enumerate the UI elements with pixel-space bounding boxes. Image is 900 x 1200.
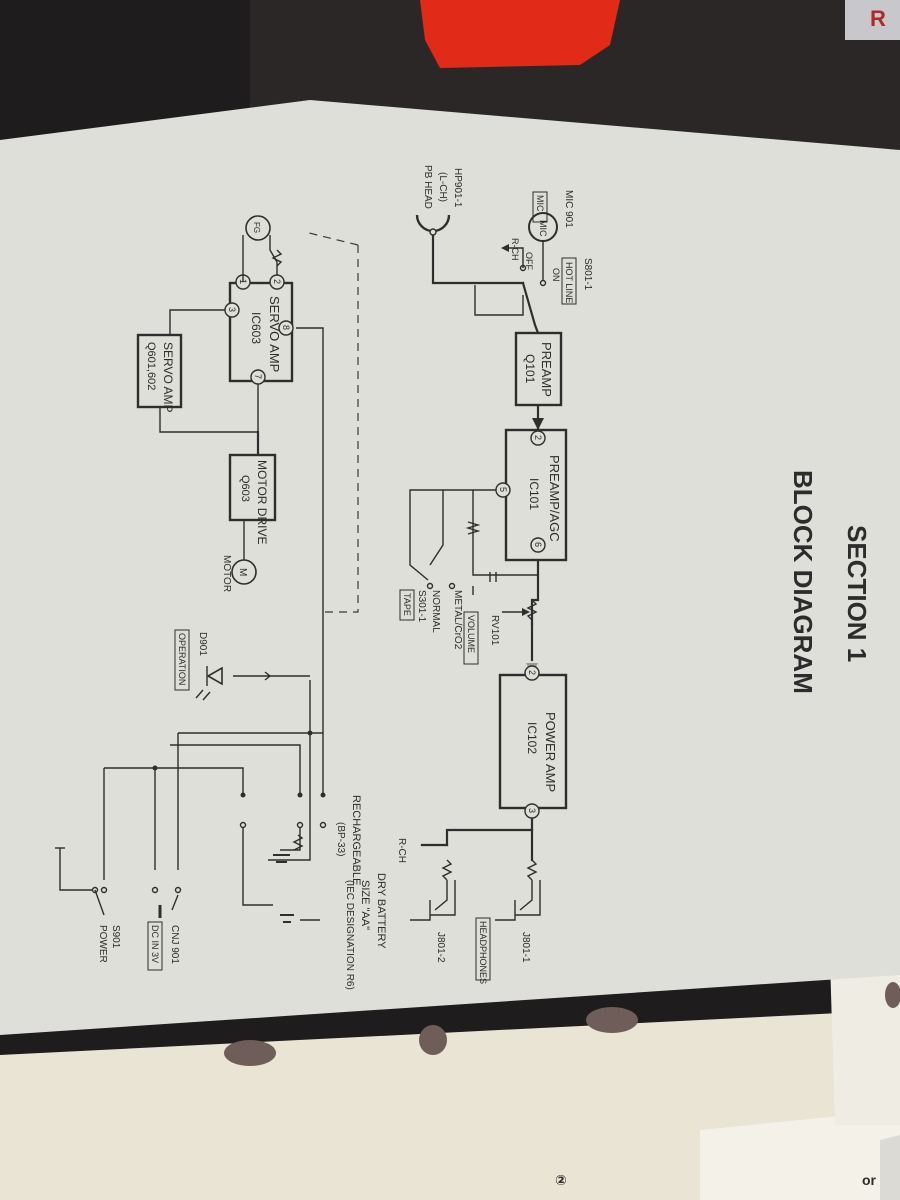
preamp-agc-ic101: PREAMP/AGC IC101 2 6 5 bbox=[495, 428, 568, 562]
preamp-q101: PREAMP Q101 bbox=[514, 331, 563, 407]
hot-line-switch: S801-1 HOT LINE ON OFF R-CH bbox=[501, 238, 593, 305]
fg-sensor: FG bbox=[245, 215, 271, 241]
svg-text:2: 2 bbox=[272, 279, 282, 284]
servo-amp-2-block bbox=[136, 333, 183, 409]
svg-text:POWER: POWER bbox=[97, 925, 108, 963]
tape-selector-network: METAL/CrO2 NORMAL S301-1 TAPE bbox=[399, 489, 538, 650]
svg-text:BLOCK DIAGRAM: BLOCK DIAGRAM bbox=[788, 470, 818, 694]
svg-text:S301-1: S301-1 bbox=[416, 590, 427, 623]
svg-text:J801-2: J801-2 bbox=[435, 932, 446, 963]
svg-text:SERVO AMP: SERVO AMP bbox=[267, 296, 282, 372]
motor-icon bbox=[231, 559, 257, 585]
adjacent-page-mark: ② bbox=[555, 1172, 567, 1188]
svg-text:METAL/CrO2: METAL/CrO2 bbox=[452, 590, 463, 650]
svg-text:PREAMP: PREAMP bbox=[539, 342, 554, 397]
preamp-block bbox=[514, 331, 563, 407]
svg-text:Q601,602: Q601,602 bbox=[145, 342, 157, 390]
motor-drive-q603: MOTOR DRIVE Q603 bbox=[228, 453, 277, 544]
svg-text:R-CH: R-CH bbox=[510, 238, 520, 261]
svg-text:MIC 901: MIC 901 bbox=[563, 190, 574, 228]
punch-hole bbox=[224, 1040, 276, 1066]
svg-text:VOLUME: VOLUME bbox=[466, 615, 476, 653]
svg-text:TAPE: TAPE bbox=[402, 593, 412, 616]
bottom-right-page bbox=[700, 1110, 900, 1200]
svg-text:8: 8 bbox=[281, 325, 291, 330]
motor: M MOTOR bbox=[221, 555, 257, 592]
svg-text:HOT LINE: HOT LINE bbox=[564, 262, 574, 303]
section-title: SECTION 1 BLOCK DIAGRAM bbox=[788, 470, 872, 694]
right-page-edge bbox=[830, 958, 900, 1125]
svg-text:SIZE "AA": SIZE "AA" bbox=[359, 880, 371, 930]
svg-text:POWER AMP: POWER AMP bbox=[543, 712, 558, 792]
svg-text:J801-1: J801-1 bbox=[520, 932, 531, 963]
corner-letter: R bbox=[870, 6, 886, 31]
svg-text:D901: D901 bbox=[197, 632, 208, 656]
motor-drive-block bbox=[228, 453, 277, 522]
svg-text:IC603: IC603 bbox=[249, 312, 263, 344]
led-d901: D901 OPERATION bbox=[174, 629, 310, 701]
lower-page bbox=[0, 1010, 900, 1200]
svg-text:2: 2 bbox=[533, 435, 543, 440]
servo-wiring bbox=[159, 231, 359, 733]
power-switch-s901: S901 POWER bbox=[55, 847, 121, 963]
svg-text:3: 3 bbox=[527, 808, 537, 813]
led-icon bbox=[206, 666, 223, 686]
svg-text:2: 2 bbox=[527, 670, 537, 675]
power-amp-ic102: POWER AMP IC102 2 3 bbox=[498, 665, 568, 819]
servo-amp-q601-602: SERVO AMP Q601,602 bbox=[136, 333, 183, 412]
punch-hole bbox=[586, 1007, 638, 1033]
svg-text:MIC: MIC bbox=[535, 195, 545, 212]
adjacent-page-text: or bbox=[862, 1172, 877, 1188]
svg-text:HP901-1: HP901-1 bbox=[452, 168, 463, 208]
battery-power-section: DRY BATTERY SIZE "AA" (IEC DESIGNATION R… bbox=[103, 680, 387, 990]
svg-text:RV101: RV101 bbox=[489, 615, 500, 646]
svg-text:7: 7 bbox=[253, 374, 263, 379]
svg-text:MOTOR: MOTOR bbox=[221, 555, 232, 592]
mic-901: MIC MIC 901 MIC bbox=[528, 190, 574, 283]
svg-text:Q101: Q101 bbox=[523, 354, 537, 384]
corner-label-sticker bbox=[845, 0, 900, 40]
svg-text:M: M bbox=[237, 568, 248, 576]
dc-in-cnj901: CNJ 901 DC IN 3V bbox=[147, 886, 182, 971]
svg-text:(IEC DESIGNATION R6): (IEC DESIGNATION R6) bbox=[344, 880, 355, 990]
svg-text:MIC: MIC bbox=[538, 220, 548, 237]
punch-hole bbox=[419, 1025, 447, 1055]
svg-text:Q603: Q603 bbox=[239, 475, 251, 502]
svg-text:SERVO AMP: SERVO AMP bbox=[161, 342, 175, 412]
svg-text:IC101: IC101 bbox=[527, 478, 541, 510]
svg-text:PB HEAD: PB HEAD bbox=[422, 165, 433, 209]
svg-text:SECTION 1: SECTION 1 bbox=[842, 525, 872, 662]
svg-text:NORMAL: NORMAL bbox=[430, 590, 441, 633]
svg-text:(L-CH): (L-CH) bbox=[437, 172, 448, 202]
svg-text:5: 5 bbox=[498, 487, 508, 492]
svg-text:OPERATION: OPERATION bbox=[177, 633, 187, 685]
headphones-jack: J801-1 J801-2 HEADPHONES R-CH bbox=[396, 838, 541, 984]
svg-text:(BP-33): (BP-33) bbox=[335, 822, 346, 856]
svg-text:PREAMP/AGC: PREAMP/AGC bbox=[547, 455, 562, 542]
svg-text:S801-1: S801-1 bbox=[582, 258, 593, 291]
svg-text:DRY BATTERY: DRY BATTERY bbox=[375, 873, 387, 949]
red-object bbox=[420, 0, 620, 68]
svg-text:RECHARGEABLE: RECHARGEABLE bbox=[350, 795, 362, 885]
power-amp-block bbox=[498, 673, 568, 810]
svg-text:HEADPHONES: HEADPHONES bbox=[478, 921, 488, 984]
svg-text:MOTOR DRIVE: MOTOR DRIVE bbox=[255, 460, 269, 544]
svg-text:R-CH: R-CH bbox=[396, 838, 407, 863]
svg-text:3: 3 bbox=[227, 307, 237, 312]
punch-hole bbox=[885, 982, 900, 1008]
svg-text:S901: S901 bbox=[110, 925, 121, 949]
svg-text:OFF: OFF bbox=[524, 252, 534, 270]
svg-text:IC102: IC102 bbox=[525, 722, 539, 754]
svg-text:6: 6 bbox=[533, 542, 543, 547]
volume-rv101: RV101 VOLUME bbox=[463, 599, 538, 665]
svg-text:DC IN 3V: DC IN 3V bbox=[150, 925, 160, 963]
diagram-page bbox=[0, 100, 900, 1035]
svg-text:ON: ON bbox=[551, 268, 561, 282]
svg-text:FG: FG bbox=[252, 222, 261, 233]
pb-head-hp901: HP901-1 (L-CH) PB HEAD bbox=[415, 165, 463, 236]
svg-text:CNJ 901: CNJ 901 bbox=[169, 925, 180, 964]
servo-amp-ic603: SERVO AMP IC603 8 2 1 3 7 bbox=[224, 274, 294, 385]
